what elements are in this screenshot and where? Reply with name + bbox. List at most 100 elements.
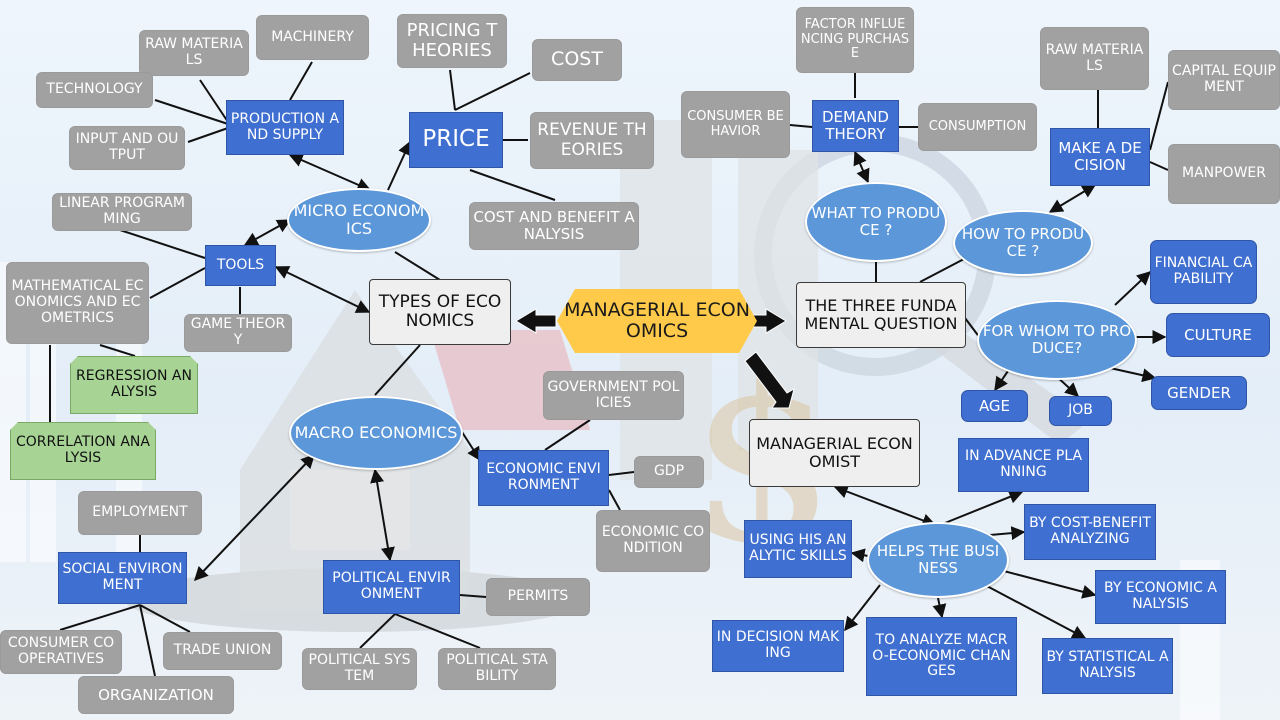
edge-helps-analytic (850, 548, 869, 563)
political-environment-box: POLITICAL ENVIRONMENT (323, 560, 460, 614)
edge-tools-linear (119, 229, 206, 259)
government-policies-box: GOVERNMENT POLICIES (543, 371, 684, 420)
edge-political-stability (394, 613, 481, 649)
edge-tools-math (149, 267, 206, 299)
culture-box: CULTURE (1166, 313, 1270, 357)
what-to-produce-node: WHAT TO PRODUCE ? (805, 182, 947, 262)
edge-helps-macrochanges (932, 597, 947, 619)
consumption-box: CONSUMPTION (918, 103, 1037, 151)
demand-theory-box: DEMAND THEORY (812, 100, 899, 152)
edge-production-technology (154, 99, 229, 125)
capital-equipment-box: CAPITAL EQUIPMENT (1168, 50, 1280, 110)
edge-macro-economic (461, 431, 481, 462)
left-arrow-icon (515, 308, 557, 334)
trade-union-box: TRADE UNION (163, 632, 282, 670)
edge-social-cooperatives (59, 604, 141, 631)
economic-environment-box: ECONOMIC ENVIRONMENT (478, 450, 609, 506)
edge-whom-gender (1109, 367, 1157, 383)
mathematical-economics-box: MATHEMATICAL ECONOMICS AND ECOMETRICS (6, 262, 149, 344)
edge-macro-social (194, 453, 315, 582)
edge-social-union (139, 604, 191, 633)
edge-helps-planning (939, 490, 1024, 526)
edge-micro-tools (243, 219, 292, 246)
linear-programming-box: LINEAR PROGRAMMING (52, 193, 192, 231)
edge-price-cost (454, 72, 531, 111)
gdp-box: GDP (634, 456, 704, 488)
by-economic-analysis-box: BY ECONOMIC ANALYSIS (1095, 570, 1226, 624)
edge-decision-manpower (1149, 161, 1169, 171)
analytic-skills-box: USING HIS ANALYTIC SKILLS (744, 520, 852, 578)
social-environment-box: SOCIAL ENVIRONMENT (58, 552, 187, 604)
types-of-economics-box: TYPES OF ECONOMICS (369, 279, 511, 345)
raw-materials-right-box: RAW MATERIALS (1040, 27, 1149, 90)
political-system-box: POLITICAL SYSTEM (302, 648, 417, 690)
edge-economic-condition (608, 489, 621, 511)
by-cost-benefit-analyzing-box: BY COST-BENEFIT ANALYZING (1024, 504, 1156, 560)
cost-box: COST (532, 39, 622, 81)
in-advance-planning-box: IN ADVANCE PLANNING (958, 438, 1089, 492)
macro-economics-node: MACRO ECONOMICS (289, 396, 463, 470)
managerial-economics-hub: MANAGERIAL ECONOMICS (557, 289, 757, 353)
pricing-theories-box: PRICING THEORIES (397, 14, 507, 68)
input-and-output-box: INPUT AND OUTPUT (69, 126, 185, 170)
raw-materials-left-box: RAW MATERIALS (139, 30, 249, 76)
game-theory-box: GAME THEORY (184, 314, 292, 352)
edge-types-micro (394, 251, 441, 281)
cost-benefit-analysis-box: COST AND BENEFIT ANALYSIS (469, 202, 639, 250)
edge-decision-capital (1149, 81, 1169, 151)
manpower-box: MANPOWER (1168, 144, 1280, 204)
edge-political-system (359, 613, 396, 649)
edge-micro-price (387, 140, 412, 191)
edge-demand-consumer (789, 124, 813, 128)
macro-economic-changes-box: TO ANALYZE MACRO-ECONOMIC CHANGES (866, 617, 1017, 696)
technology-box: TECHNOLOGY (36, 72, 153, 108)
micro-economics-node: MICRO ECONOMICS (287, 188, 431, 252)
how-to-produce-node: HOW TO PRODUCE ? (953, 210, 1093, 276)
helps-the-business-node: HELPS THE BUSINESS (867, 522, 1009, 598)
edge-helps-statistical (984, 584, 1087, 639)
consumer-behavior-box: CONSUMER BEHAVIOR (681, 91, 790, 158)
price-box: PRICE (409, 112, 503, 168)
edge-helps-costbenefit (989, 526, 1026, 541)
edge-how-decision (1048, 184, 1097, 213)
edge-production-micro (288, 153, 372, 192)
in-decision-making-box: IN DECISION MAKING (712, 620, 844, 672)
edge-tools-types (274, 266, 371, 313)
employment-box: EMPLOYMENT (78, 491, 202, 535)
economic-condition-box: ECONOMIC CONDITION (596, 510, 710, 572)
edge-economist-helps (833, 484, 937, 528)
political-stability-box: POLITICAL STABILITY (438, 648, 556, 690)
organization-box: ORGANIZATION (78, 676, 234, 714)
for-whom-to-produce-node: FOR WHOM TO PRODUCE? (977, 300, 1137, 380)
production-and-supply-box: PRODUCTION AND SUPPLY (226, 100, 344, 155)
edge-production-machinery (289, 61, 313, 101)
gender-box: GENDER (1151, 376, 1247, 410)
edge-economic-gdp (608, 471, 635, 476)
factor-influencing-purchase-box: FACTOR INFLUENCING PURCHASE (796, 7, 914, 73)
job-box: JOB (1049, 396, 1112, 426)
tools-box: TOOLS (205, 245, 276, 286)
edge-demand-what (853, 150, 870, 184)
revenue-theories-box: REVENUE THEORIES (530, 112, 654, 169)
regression-analysis-box: REGRESSION ANALYSIS (70, 356, 198, 414)
edge-helps-economic (999, 569, 1097, 599)
edge-economic-government (544, 419, 591, 451)
edge-production-inputoutput (187, 127, 229, 143)
by-statistical-analysis-box: BY STATISTICAL ANALYSIS (1042, 638, 1173, 694)
edge-price-pricing (449, 69, 456, 111)
edge-whom-financial (1114, 271, 1152, 306)
three-fundamental-question-box: THE THREE FUNDAMENTAL QUESTION (796, 282, 966, 348)
edge-political-permits (459, 594, 487, 598)
age-box: AGE (961, 390, 1028, 422)
edge-macro-political (370, 468, 395, 562)
edge-production-rawmaterials (199, 79, 231, 126)
machinery-box: MACHINERY (256, 15, 369, 60)
edge-types-macro (374, 344, 421, 396)
edge-social-organization (139, 604, 156, 677)
financial-capability-box: FINANCIAL CAPABILITY (1150, 240, 1257, 304)
make-a-decision-box: MAKE A DECISION (1050, 128, 1150, 186)
permits-box: PERMITS (486, 578, 590, 616)
edge-price-costbenefit (469, 169, 556, 201)
